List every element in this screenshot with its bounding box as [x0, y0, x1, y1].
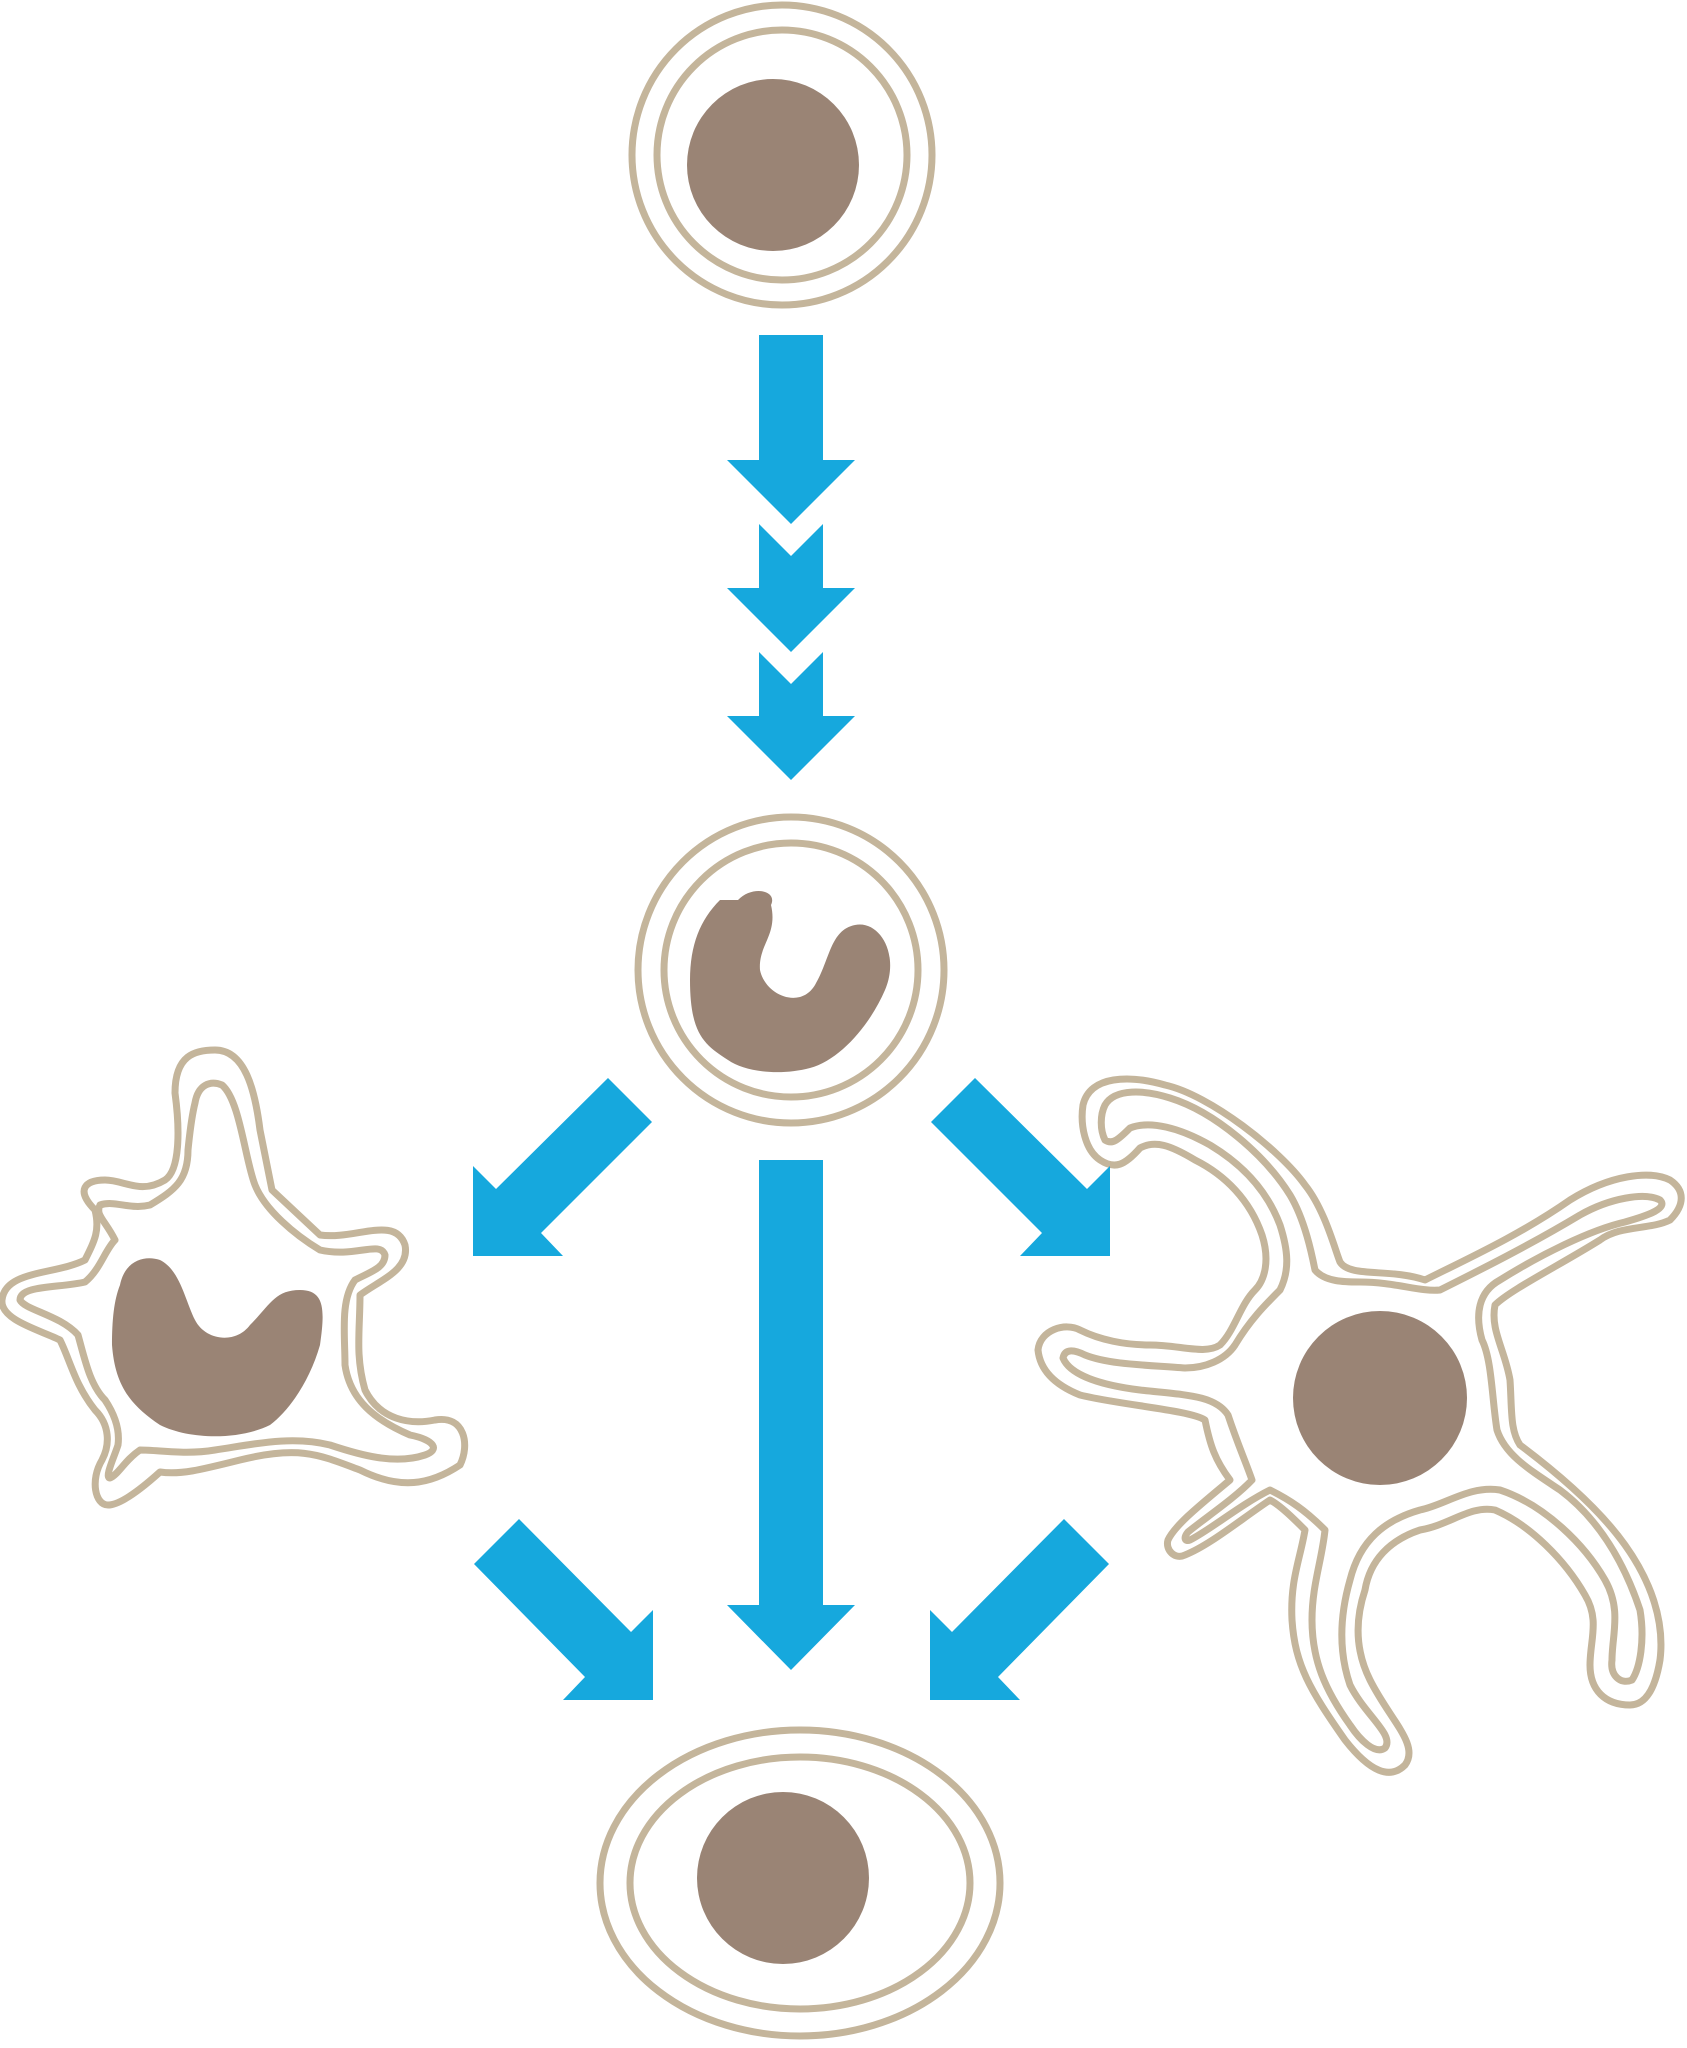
diagonal-arrow-down-left-lower [930, 1519, 1109, 1700]
chevron-arrow-3 [727, 652, 855, 780]
final-oval-cell [600, 1730, 1000, 2036]
arrow-dendritic-to-final [930, 1519, 1109, 1700]
long-vertical-arrow [727, 1160, 855, 1670]
monocyte-cell [638, 817, 944, 1123]
diagonal-arrow-down-right-lower [474, 1519, 653, 1700]
arrow-monocyte-to-final [727, 1160, 855, 1670]
progenitor-nucleus [687, 79, 859, 251]
final-nucleus [697, 1792, 869, 1964]
arrow-monocyte-to-macrophage [473, 1078, 652, 1256]
dendritic-nucleus [1293, 1311, 1467, 1485]
dendritic-cell [1038, 1079, 1681, 1772]
chevron-arrow-2 [727, 524, 855, 652]
arrow-macrophage-to-final [474, 1519, 653, 1700]
diagonal-arrow-down-left [473, 1078, 652, 1256]
arrow-progenitor-to-monocyte [727, 335, 855, 780]
macrophage-cell [2, 1050, 465, 1505]
chevron-arrow-1 [727, 335, 855, 524]
progenitor-cell [632, 5, 932, 305]
